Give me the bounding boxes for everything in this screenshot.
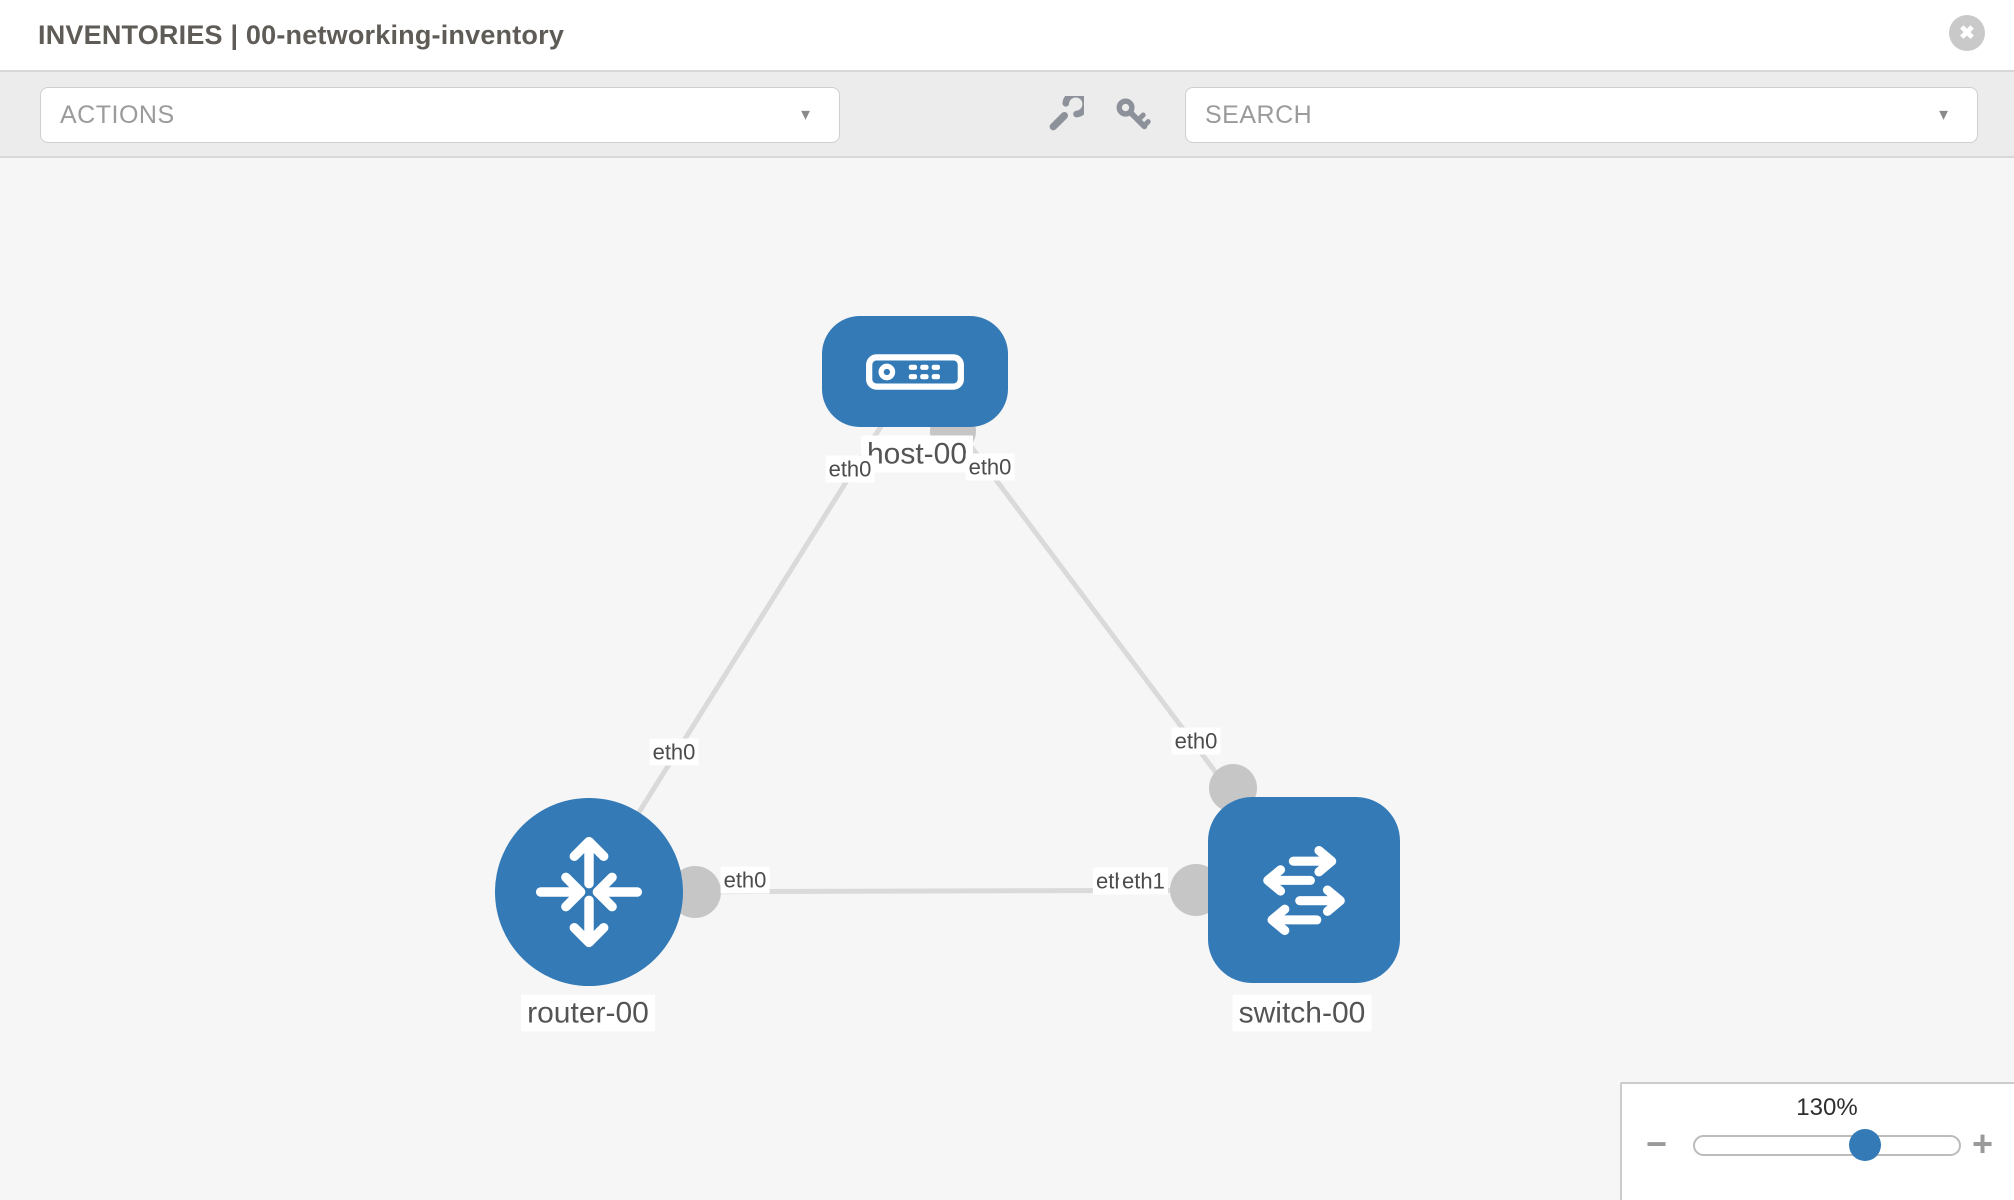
chevron-down-icon: ▼	[798, 106, 813, 124]
switch-icon	[1263, 846, 1345, 936]
zoom-level-label: 130%	[1796, 1094, 1858, 1121]
actions-dropdown[interactable]: ACTIONS ▼	[40, 87, 840, 143]
zoom-in-button[interactable]: +	[1972, 1123, 1994, 1164]
node-label-switch: switch-00	[1232, 994, 1372, 1032]
close-button[interactable]: ✖	[1949, 15, 1985, 51]
zoom-panel: 130% − +	[1620, 1082, 2014, 1200]
page-header: INVENTORIES | 00-networking-inventory ✖	[0, 0, 2014, 72]
page-title: INVENTORIES | 00-networking-inventory	[38, 20, 565, 50]
zoom-out-button[interactable]: −	[1646, 1123, 1668, 1164]
iface-label-router-eth0-right: eth0	[720, 866, 770, 894]
toolbar: ACTIONS ▼ SEARCH ▼	[0, 72, 2014, 158]
search-dropdown[interactable]: SEARCH ▼	[1185, 87, 1978, 143]
node-label-router: router-00	[521, 994, 655, 1032]
chevron-down-icon: ▼	[1936, 106, 1951, 124]
actions-dropdown-label: ACTIONS	[60, 100, 175, 129]
wrench-icon[interactable]	[1046, 96, 1084, 134]
topology-canvas[interactable]: host-00 router-00 switch-00 eth0 eth0 et…	[0, 158, 2014, 1200]
iface-label-switch-eth1: eth1	[1119, 867, 1168, 895]
node-host-00[interactable]	[822, 316, 1008, 427]
key-icon[interactable]	[1114, 96, 1152, 134]
router-icon	[535, 836, 643, 948]
links-layer	[586, 370, 1306, 918]
iface-label-router-eth0-up: eth0	[649, 738, 699, 766]
search-dropdown-label: SEARCH	[1205, 100, 1313, 129]
iface-label-host-eth0-left: eth0	[825, 455, 875, 483]
close-icon: ✖	[1959, 22, 1975, 44]
zoom-slider-track[interactable]	[1693, 1135, 1961, 1156]
node-switch-00[interactable]	[1208, 797, 1400, 983]
iface-label-host-eth0-right: eth0	[965, 453, 1015, 481]
node-label-host: host-00	[860, 435, 974, 473]
iface-label-switch-eth0-up: eth0	[1171, 727, 1221, 755]
zoom-slider-thumb[interactable]	[1849, 1129, 1881, 1161]
node-router-00[interactable]	[495, 798, 683, 986]
host-server-icon	[866, 353, 964, 390]
